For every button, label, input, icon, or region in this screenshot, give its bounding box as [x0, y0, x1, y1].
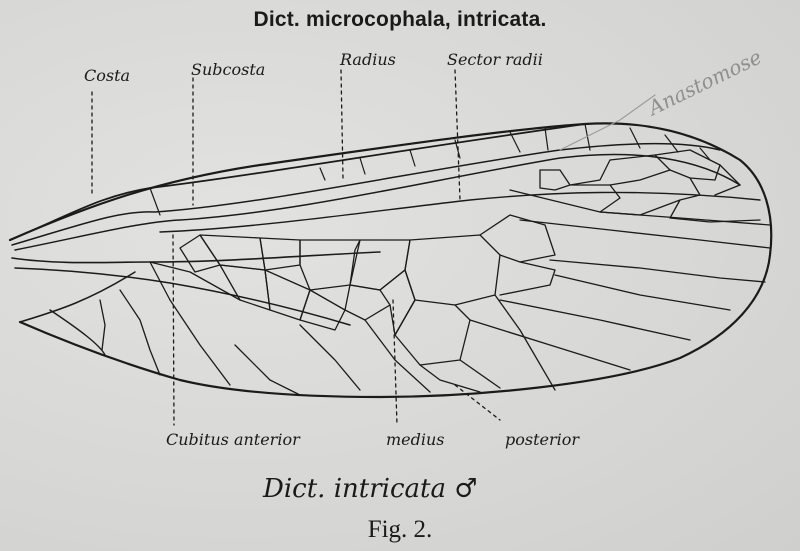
label-posterior: posterior — [505, 430, 579, 449]
discal-cells — [100, 215, 555, 395]
label-radius: Radius — [340, 50, 396, 69]
vein-anal-2 — [15, 268, 350, 325]
figure-number: Fig. 2. — [0, 516, 800, 544]
vein-anal-4 — [50, 310, 105, 355]
leader-cubitus — [173, 235, 174, 425]
label-subcosta: Subcosta — [191, 60, 265, 79]
label-costa: Costa — [84, 66, 130, 85]
leader-radius — [341, 70, 343, 178]
apical-cells — [540, 150, 760, 222]
leader-medius — [393, 300, 397, 425]
label-sector-radii: Sector radii — [447, 50, 543, 69]
vein-radius — [15, 154, 740, 250]
vein-anal-3 — [20, 272, 135, 322]
species-caption: Dict. intricata ♂ — [263, 474, 478, 504]
label-medius: medius — [386, 430, 445, 449]
leader-sector-radii — [455, 70, 460, 200]
wing-outline — [10, 123, 771, 397]
label-cubitus-anterior: Cubitus anterior — [166, 430, 300, 449]
vein-anal-1 — [12, 252, 380, 263]
leader-posterior — [455, 385, 500, 420]
